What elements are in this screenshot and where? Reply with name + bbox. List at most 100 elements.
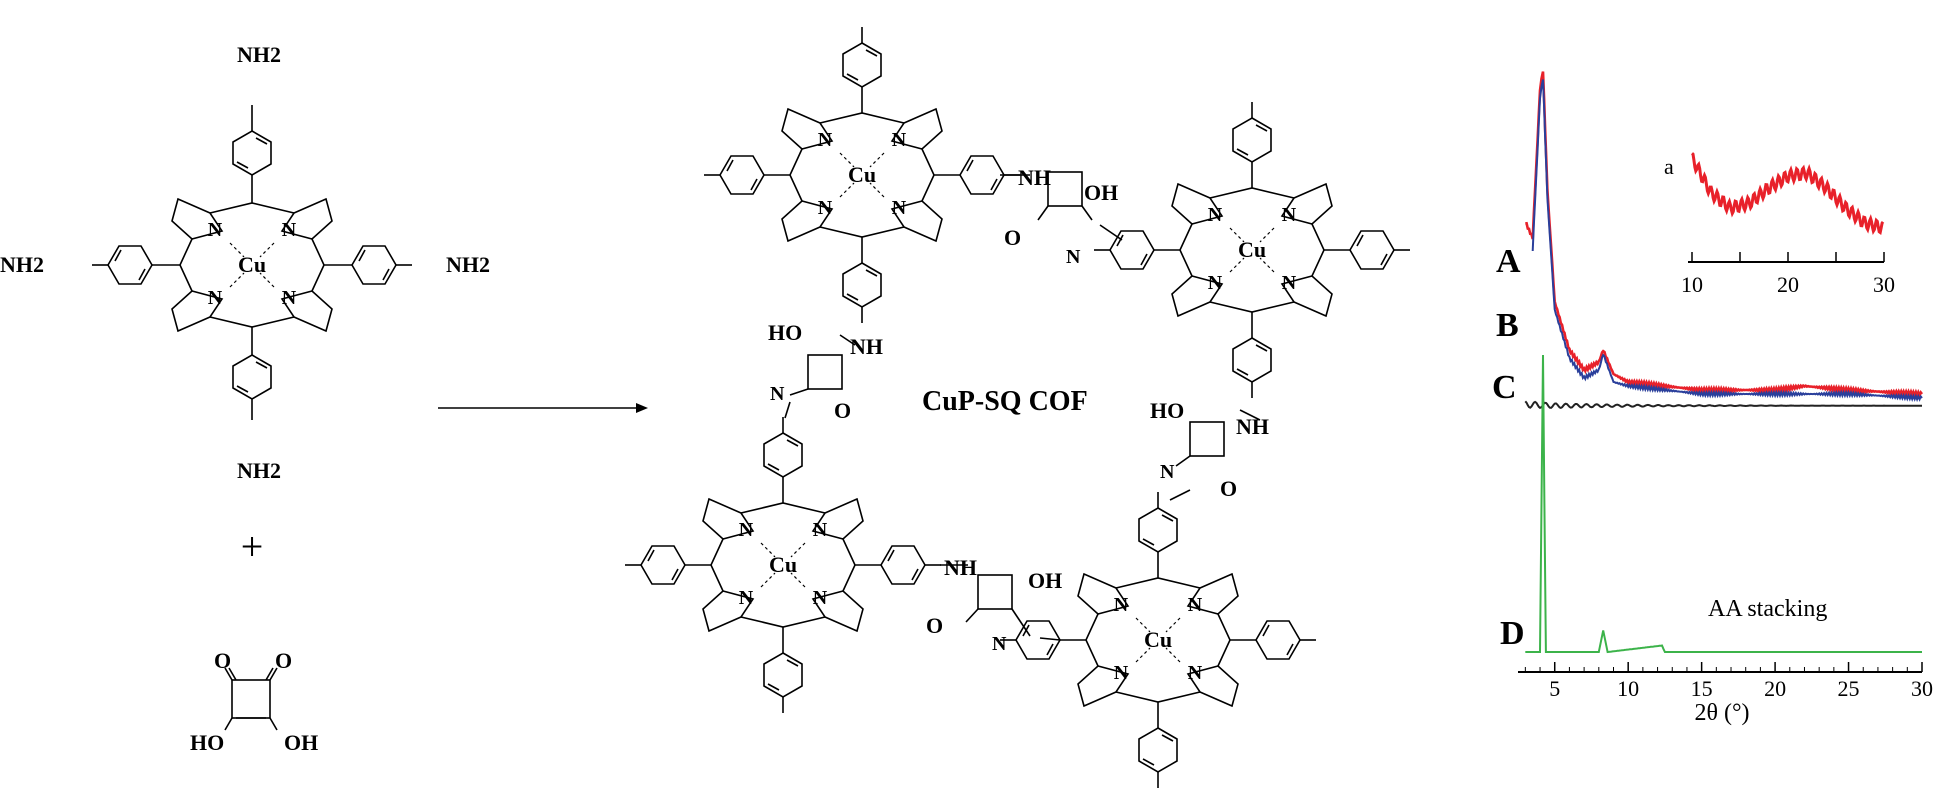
inset-plot: 10 20 30 a [1664, 152, 1895, 297]
inset-x-ticks: 10 20 30 [1681, 252, 1895, 297]
cof-n-label: N [892, 129, 907, 151]
cof-n-label: N [1208, 204, 1223, 226]
linker-o-bottom: O [926, 613, 943, 638]
squaric-o-right: O [275, 648, 292, 673]
amine-label-bottom: NH2 [237, 458, 281, 483]
linker-nh-top: NH [1018, 165, 1051, 190]
xrd-series-b [1531, 79, 1923, 403]
squaraine-linkers [784, 171, 1261, 641]
cof-n-label: N [1114, 594, 1129, 616]
cof-n-label: N [739, 519, 754, 541]
phenyl-ring [1232, 337, 1272, 383]
x-tick-label: 25 [1838, 676, 1860, 701]
reaction-arrow [438, 403, 648, 413]
squaric-oh-right: OH [284, 730, 318, 755]
precursor-n-label-2: N [282, 219, 297, 241]
phenyl-ring [842, 262, 882, 308]
phenyl-ring [1138, 507, 1178, 553]
linker-oh-top: OH [1084, 180, 1118, 205]
x-tick-label: 10 [1617, 676, 1639, 701]
linker-n-bottom: N [992, 633, 1007, 655]
linker-ho-right: HO [1150, 398, 1184, 423]
precursor-n-label-3: N [208, 287, 223, 309]
plus-sign: + [241, 524, 264, 569]
x-tick-label: 15 [1691, 676, 1713, 701]
cu-porphyrin-precursor [92, 105, 412, 420]
precursor-n-label-4: N [282, 287, 297, 309]
cof-n-label: N [818, 197, 833, 219]
linker-n-left: N [770, 383, 785, 405]
xrd-pattern-plot: 5 10 15 20 25 30 A B C D AA stacking 2θ (°) 1… [1492, 71, 1933, 726]
phenyl-ring [763, 432, 803, 478]
phenyl-ring [1138, 727, 1178, 773]
precursor-n-label-1: N [208, 219, 223, 241]
inset-tick-label: 20 [1777, 272, 1799, 297]
linker-o-top: O [1004, 225, 1021, 250]
xrd-curves [1524, 71, 1924, 654]
squaric-ho-left: HO [190, 730, 224, 755]
cof-n-label: N [1114, 662, 1129, 684]
cof-n-label: N [818, 129, 833, 151]
xrd-series-a [1525, 71, 1924, 399]
cof-n-label: N [813, 519, 828, 541]
phenyl-ring [842, 42, 882, 88]
phenyl-ring [640, 545, 686, 585]
squaric-o-left: O [214, 648, 231, 673]
cof-n-label: N [1188, 594, 1203, 616]
inset-label: a [1664, 154, 1674, 179]
linker-o-left: O [834, 398, 851, 423]
cof-cu-label: Cu [769, 552, 797, 577]
curve-label-a: A [1496, 243, 1521, 280]
inset-curve [1690, 152, 1885, 236]
linker-nh-left: NH [850, 334, 883, 359]
cof-n-label: N [1282, 272, 1297, 294]
phenyl-ring [1349, 230, 1395, 270]
cof-n-label: N [892, 197, 907, 219]
amine-label-top: NH2 [237, 42, 281, 67]
linker-n-top: N [1066, 246, 1081, 268]
aa-stacking-label: AA stacking [1708, 596, 1827, 622]
linker-n-right: N [1160, 461, 1175, 483]
linker-o-right: O [1220, 476, 1237, 501]
phenyl-ring [719, 155, 765, 195]
cof-n-label: N [1282, 204, 1297, 226]
phenyl-ring [1255, 620, 1301, 660]
phenyl-ring [763, 652, 803, 698]
x-axis-label: 2θ (°) [1694, 700, 1749, 726]
cof-n-label: N [1208, 272, 1223, 294]
x-axis-ticks: 5 10 15 20 25 30 [1524, 662, 1933, 701]
cof-n-label: N [1188, 662, 1203, 684]
cof-cu-label: Cu [848, 162, 876, 187]
cof-n-label: N [813, 587, 828, 609]
phenyl-ring [1232, 117, 1272, 163]
squaric-acid-structure [224, 667, 278, 731]
phenyl-ring [959, 155, 1005, 195]
linker-nh-bottom: NH [944, 555, 977, 580]
inset-series-a [1690, 152, 1885, 236]
cof-name-label: CuP-SQ COF [922, 386, 1088, 417]
cof-cu-label: Cu [1238, 237, 1266, 262]
x-tick-label: 20 [1764, 676, 1786, 701]
phenyl-ring [880, 545, 926, 585]
cof-n-label: N [739, 587, 754, 609]
curve-label-b: B [1496, 307, 1519, 344]
inset-tick-label: 30 [1873, 272, 1895, 297]
curve-label-d: D [1500, 615, 1525, 652]
linker-ho-left: HO [768, 320, 802, 345]
linker-nh-right: NH [1236, 414, 1269, 439]
inset-tick-label: 10 [1681, 272, 1703, 297]
linker-oh-bottom: OH [1028, 568, 1062, 593]
curve-label-c: C [1492, 369, 1517, 406]
precursor-cu-label: Cu [238, 252, 266, 277]
xrd-series-c [1524, 400, 1922, 410]
cof-cu-label: Cu [1144, 627, 1172, 652]
x-tick-label: 30 [1911, 676, 1933, 701]
x-tick-label: 5 [1549, 676, 1560, 701]
amine-label-right: NH2 [446, 252, 490, 277]
